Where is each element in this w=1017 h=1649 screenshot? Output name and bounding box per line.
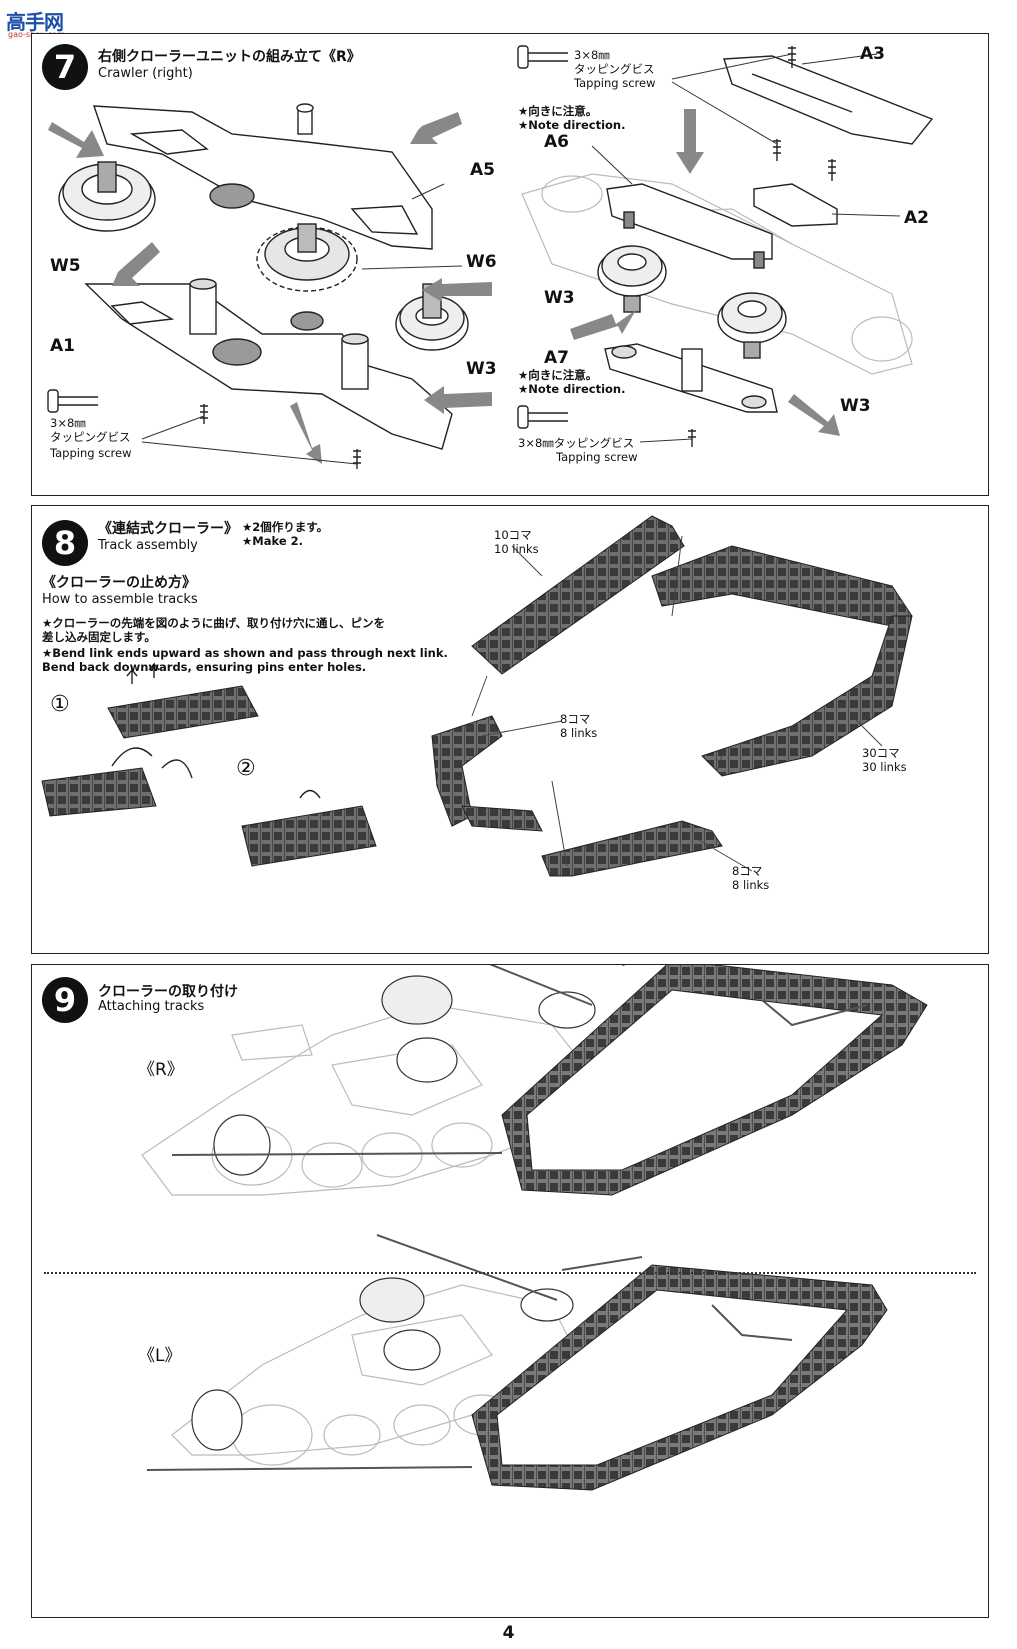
label-a1: A1: [50, 336, 75, 356]
screw-right-top-en: Tapping screw: [574, 76, 656, 90]
left-track-label: 《L》: [138, 1346, 182, 1366]
instruction-en: ★Bend link ends upward as shown and pass…: [42, 646, 448, 674]
step-8-title-en: Track assembly: [98, 538, 198, 553]
step-9-number: 9: [42, 977, 88, 1023]
step-9-panel: 9 クローラーの取り付け Attaching tracks 《R》 《L》: [31, 964, 989, 1618]
label-a5: A5: [470, 160, 495, 180]
label-w3-right-b: W3: [840, 396, 871, 416]
divider-dotted: [44, 1272, 976, 1274]
step-9-title-jp: クローラーの取り付け: [98, 984, 238, 1000]
screw-right-top-jp: 3×8㎜ タッピングビス: [574, 48, 655, 76]
page-number: 4: [502, 1623, 515, 1643]
label-w6: W6: [466, 252, 497, 272]
screw-right-bottom-en: Tapping screw: [556, 450, 638, 464]
step-9-title-en: Attaching tracks: [98, 999, 205, 1014]
screw-right-bottom-jp: 3×8㎜タッピングビス: [518, 436, 635, 450]
step-7-illustration: [47, 45, 934, 469]
label-a6: A6: [544, 132, 569, 152]
links-30-jp: 30コマ: [862, 746, 900, 760]
instruction-jp: ★クローラーの先端を図のように曲げ、取り付け穴に通し、ピンを 差し込み固定します…: [42, 616, 386, 644]
note-direction-mid-en: ★Note direction.: [518, 382, 626, 396]
step-9-illustration: [141, 965, 928, 1491]
howto-title-jp: 《クローラーの止め方》: [42, 575, 196, 591]
step-7-title-en: Crawler (right): [98, 66, 193, 81]
step-7-panel: 7 右側クローラーユニットの組み立て《R》 Crawler (right) A5…: [31, 33, 989, 496]
label-a2: A2: [904, 208, 929, 228]
step-7-number: 7: [42, 44, 88, 90]
substep-1: ①: [50, 692, 70, 717]
links-8a-jp: 8コマ: [560, 712, 591, 726]
label-w3-left: W3: [466, 359, 497, 379]
screw-label-en: Tapping screw: [50, 446, 132, 460]
links-30-en: 30 links: [862, 760, 907, 774]
note-direction-top-en: ★Note direction.: [518, 118, 626, 132]
note-direction-mid-jp: ★向きに注意。: [518, 368, 598, 382]
links-10-jp: 10コマ: [494, 528, 532, 542]
right-track-label: 《R》: [138, 1060, 184, 1080]
step-8-panel: 8 《連結式クローラー》 Track assembly ★2個作ります。 ★Ma…: [31, 505, 989, 954]
make-two-en: ★Make 2.: [242, 534, 304, 548]
links-10-en: 10 links: [494, 542, 539, 556]
label-a7: A7: [544, 348, 569, 368]
substep-2: ②: [236, 756, 256, 781]
links-8b-jp: 8コマ: [732, 864, 763, 878]
links-8b-en: 8 links: [732, 878, 770, 892]
note-direction-top-jp: ★向きに注意。: [518, 104, 598, 118]
step-7-title-jp: 右側クローラーユニットの組み立て《R》: [98, 49, 361, 65]
make-two-jp: ★2個作ります。: [242, 520, 329, 534]
howto-title-en: How to assemble tracks: [42, 592, 198, 607]
label-w3-right-a: W3: [544, 288, 575, 308]
step-8-title-jp: 《連結式クローラー》: [98, 521, 238, 537]
screw-label-jp: 3×8㎜ タッピングビス: [50, 416, 131, 444]
links-8a-en: 8 links: [560, 726, 598, 740]
step-8-number: 8: [42, 520, 88, 566]
label-w5: W5: [50, 256, 81, 276]
label-a3: A3: [860, 44, 885, 64]
step-8-illustration: [41, 515, 913, 877]
site-logo-text: 高手网: [6, 10, 64, 34]
